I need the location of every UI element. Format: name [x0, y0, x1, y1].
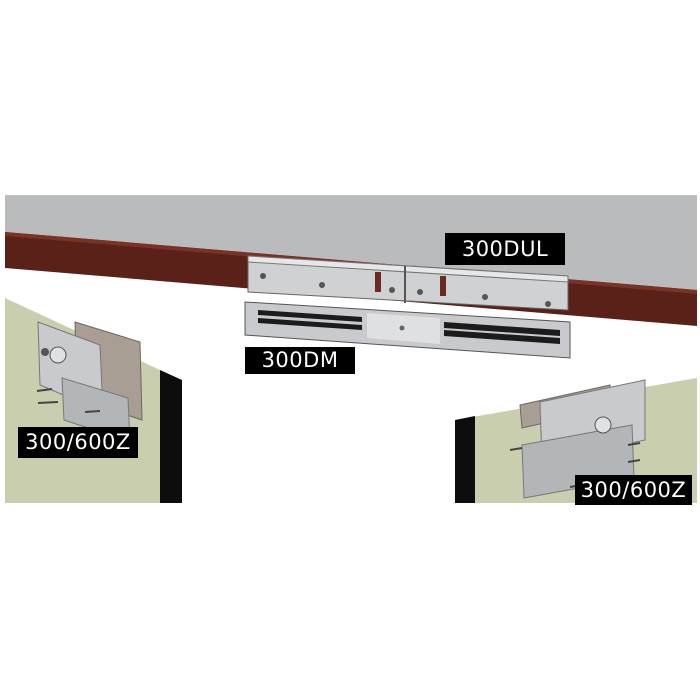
- mounting-plate-300dul: [247, 255, 569, 311]
- ceiling: [5, 195, 697, 290]
- label-300-600z-left: 300/600Z: [18, 427, 138, 458]
- right-door-edge: [455, 416, 475, 503]
- label-300-600z-right: 300/600Z: [575, 475, 692, 505]
- label-300dm: 300DM: [245, 347, 355, 374]
- right-bracket: [509, 379, 646, 499]
- label-300dul: 300DUL: [445, 233, 565, 265]
- left-door-edge: [160, 370, 182, 503]
- magnet-300dm: [244, 301, 571, 359]
- left-bracket: [36, 321, 143, 443]
